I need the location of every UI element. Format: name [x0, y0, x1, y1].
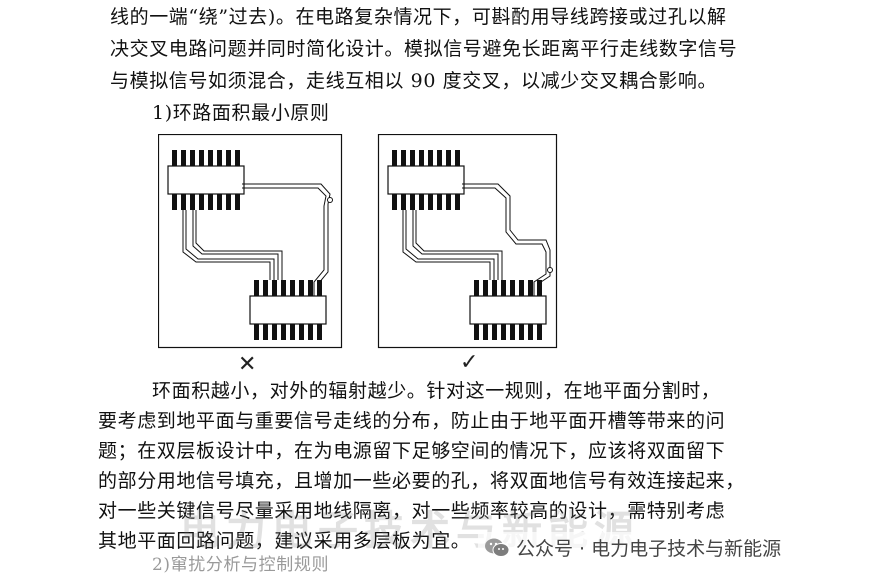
body-text-line: 对一些关键信号尽量采用地线隔离，对一些频率较高的设计，需特别考虑	[98, 500, 726, 522]
body-text-line: 题；在双层板设计中，在为电源留下足够空间的情况下，应该将双面留下	[98, 440, 726, 462]
section-heading: 1)环路面积最小原则	[152, 102, 330, 124]
correct-mark-icon: ✓	[460, 350, 479, 375]
wechat-icon	[485, 538, 510, 557]
section-heading: 2)窜扰分析与控制规则	[152, 555, 330, 575]
account-badge[interactable]: 公众号 · 电力电子技术与新能源	[478, 532, 788, 563]
pcb-diagram-good	[377, 134, 558, 349]
loop-area-figure	[158, 134, 558, 349]
body-text-line: 与模拟信号如须混合，走线互相以 90 度交叉，以减少交叉耦合影响。	[110, 70, 718, 92]
badge-prefix: 公众号 ·	[516, 538, 586, 560]
badge-name: 电力电子技术与新能源	[591, 538, 782, 560]
body-text-line: 要考虑到地平面与重要信号走线的分布，防止由于地平面开槽等带来的问	[98, 410, 726, 432]
incorrect-mark-icon: ✕	[238, 352, 257, 377]
body-text-line: 的部分用地信号填充，且增加一些必要的孔，将双面地信号有效连接起来，	[98, 470, 745, 492]
body-text-line: 决交叉电路问题并同时简化设计。模拟信号避免长距离平行走线数字信号	[110, 38, 738, 60]
body-text-line: 环面积越小，对外的辐射越少。针对这一规则，在地平面分割时，	[152, 380, 721, 402]
body-text-line: 线的一端“绕”过去)。在电路复杂情况下，可斟酌用导线跨接或过孔以解	[110, 6, 727, 28]
body-text-line: 其地平面回路问题，建议采用多层板为宜。	[98, 530, 471, 552]
pcb-diagram-bad	[158, 134, 343, 349]
